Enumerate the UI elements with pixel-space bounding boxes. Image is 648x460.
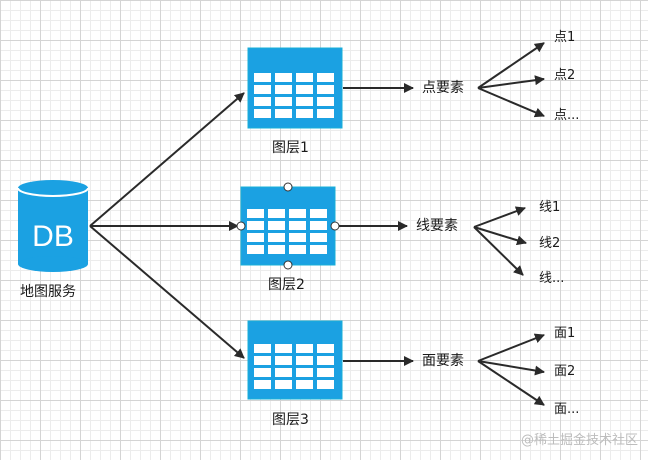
db-label: 地图服务: [20, 284, 76, 300]
watermark: @稀土掘金技术社区: [520, 433, 638, 448]
polygon-item-3: 面...: [554, 402, 580, 417]
polygon-fan-arrow-2: [477, 360, 545, 376]
point-feature-label: 点要素: [422, 80, 464, 96]
layer1-label: 图层1: [272, 140, 309, 156]
polygon-item-2: 面2: [554, 364, 576, 379]
db-to-layer1-arrow: [89, 92, 245, 227]
point-fan-arrow-2: [477, 75, 545, 89]
point-item-1: 点1: [554, 30, 576, 45]
line-fan-arrow-1: [473, 206, 526, 228]
connection-handle-right[interactable]: [330, 221, 340, 231]
point-fan-arrow-3: [477, 87, 545, 118]
point-fan-arrow-1: [477, 42, 545, 89]
db-to-layer3-arrow: [89, 225, 245, 359]
layer1-table-icon[interactable]: [247, 47, 343, 129]
line-item-1: 线1: [539, 200, 561, 215]
point-item-2: 点2: [554, 68, 576, 83]
line-item-2: 线2: [539, 236, 561, 251]
line-feature-label: 线要素: [416, 218, 458, 234]
db-text: DB: [32, 220, 74, 253]
polygon-feature-label: 面要素: [422, 353, 464, 369]
connection-handle-left[interactable]: [236, 221, 246, 231]
polygon-fan-arrow-1: [477, 333, 545, 362]
polygon-fan-arrow-3: [477, 360, 545, 406]
line-fan-arrow-2: [473, 226, 527, 246]
line-item-3: 线...: [539, 271, 565, 286]
point-item-3: 点...: [554, 108, 580, 123]
layer3-table-icon[interactable]: [247, 320, 343, 400]
layer3-label: 图层3: [272, 412, 309, 428]
layer2-table-icon[interactable]: [240, 186, 336, 266]
polygon-item-1: 面1: [554, 326, 576, 341]
line-fan-arrow-3: [473, 226, 524, 276]
layer2-label: 图层2: [268, 277, 305, 293]
connection-handle-top[interactable]: [283, 182, 293, 192]
db-cylinder-icon[interactable]: DB: [17, 180, 89, 272]
connection-handle-bottom[interactable]: [283, 260, 293, 270]
